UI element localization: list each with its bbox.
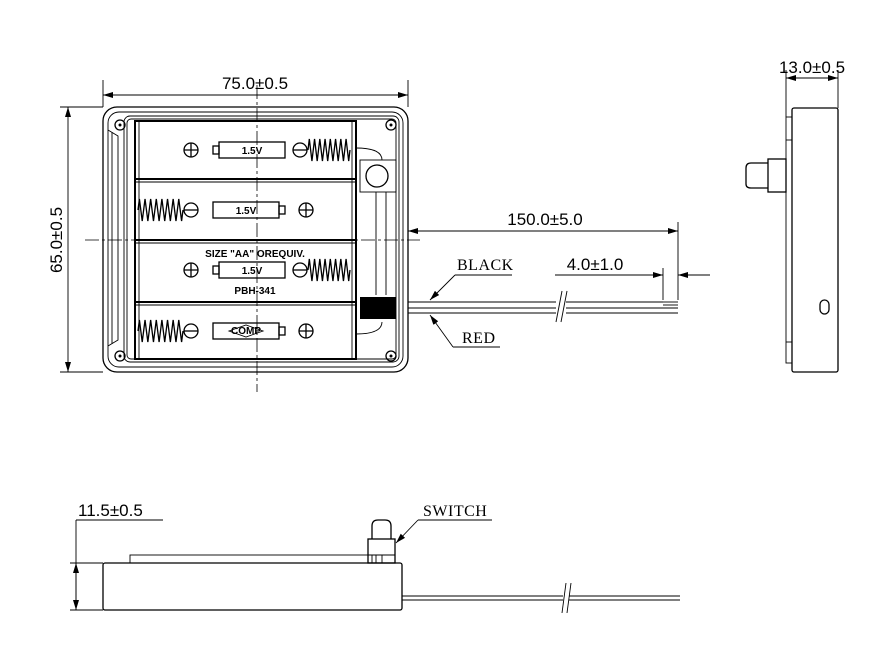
wire-exit-block [360, 297, 396, 319]
dimension-width: 75.0±0.5 [102, 74, 409, 107]
top-view: 1.5V 1.5V 1.5V COMP SIZE "AA" OREQUIV. PBH-… [85, 85, 420, 392]
switch-label: SWITCH [423, 503, 487, 520]
svg-text:13.0±0.5: 13.0±0.5 [779, 58, 845, 77]
svg-text:11.5±0.5: 11.5±0.5 [78, 501, 143, 520]
wires [408, 290, 678, 323]
model-label: PBH-341 [234, 286, 276, 297]
spring-icon [137, 319, 184, 343]
voltage-label: 1.5V [236, 206, 257, 217]
voltage-label: 1.5V [242, 146, 263, 157]
spring-icon [137, 198, 184, 222]
comp-mark-icon [227, 324, 265, 338]
svg-text:65.0±0.5: 65.0±0.5 [47, 207, 66, 273]
svg-text:RED: RED [462, 330, 496, 347]
comp-label: COMP [231, 326, 261, 337]
dimension-height: 65.0±0.5 [47, 106, 103, 373]
svg-text:150.0±5.0: 150.0±5.0 [507, 210, 583, 229]
black-wire-label: BLACK [429, 257, 514, 301]
front-view: 11.5±0.5 SWITCH [70, 501, 680, 614]
svg-text:4.0±1.0: 4.0±1.0 [567, 255, 624, 274]
svg-text:75.0±0.5: 75.0±0.5 [222, 74, 288, 93]
svg-text:BLACK: BLACK [457, 257, 514, 274]
size-label: SIZE "AA" OREQUIV. [205, 249, 305, 260]
red-wire-label: RED [429, 314, 500, 348]
side-view: 13.0±0.5 [745, 58, 845, 373]
spring-icon [307, 258, 351, 282]
dimension-strip-length: 4.0±1.0 [555, 255, 710, 300]
screw-icon [114, 119, 397, 362]
voltage-label: 1.5V [242, 266, 263, 277]
dimension-wire-length: 150.0±5.0 [408, 210, 679, 300]
switch-button-icon [365, 164, 389, 188]
spring-icon [307, 138, 351, 162]
